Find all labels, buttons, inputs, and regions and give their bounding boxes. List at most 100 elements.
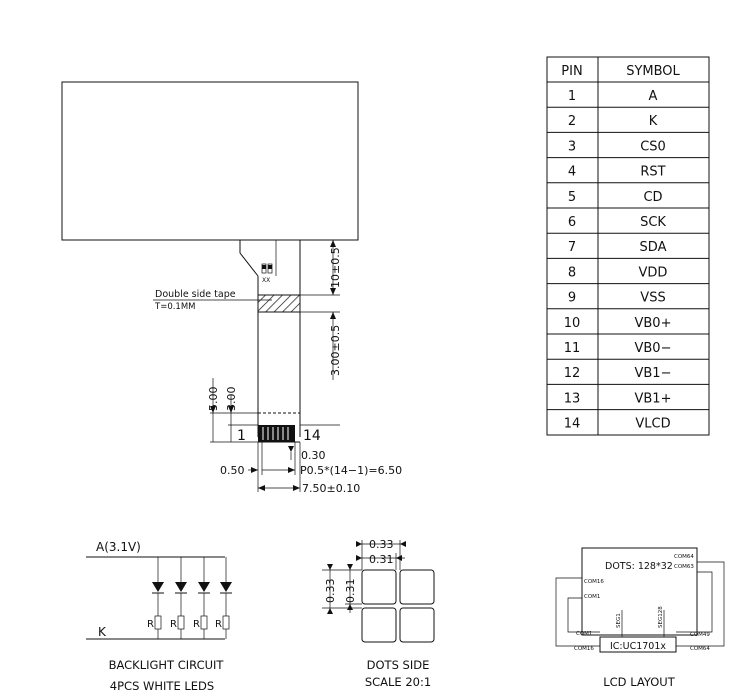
dim-033-top: 0.33 [369, 538, 394, 551]
seg1-label: SEG1 [616, 613, 622, 628]
pin-first-label: 1 [237, 428, 246, 444]
fpc-neck-left [239, 240, 259, 277]
pin-symbol: VDD [639, 265, 668, 280]
resistor-icon [177, 615, 185, 630]
ic-label: IC:UC1701x [610, 641, 666, 652]
pin-symbol: CD [643, 190, 662, 205]
smd-components: XX [261, 263, 273, 284]
pin-number: 8 [568, 265, 576, 280]
com16-bottom-label: COM16 [574, 646, 594, 652]
led-diode-icon [220, 582, 232, 592]
pin-number: 6 [568, 215, 576, 230]
contact-pads [258, 425, 295, 442]
left-com-inner [567, 597, 600, 633]
dots-label: DOTS: 128*32 [605, 561, 673, 572]
com16-label: COM16 [584, 579, 604, 585]
pin-number: 7 [568, 240, 576, 255]
dim-050-label: 0.50 [220, 464, 245, 477]
pin-symbol: A [649, 89, 658, 104]
dots-title-1: DOTS SIDE [367, 658, 430, 672]
backlight-title-1: BACKLIGHT CIRCUIT [109, 658, 225, 672]
pin-symbol: SDA [640, 240, 667, 255]
right-com-inner [676, 571, 713, 633]
pin-symbol: SCK [640, 215, 666, 230]
pin-number: 4 [568, 165, 576, 180]
dim-5-label: 5.00 [207, 387, 220, 412]
pin-number: 2 [568, 114, 576, 129]
pin-number: 13 [564, 391, 581, 406]
tape-label-1: Double side tape [155, 289, 236, 300]
pin-symbol: RST [640, 165, 665, 180]
dim-3: 3.00±0.5 [300, 311, 342, 426]
lcd-glass-outline [581, 547, 698, 636]
lcd-layout-title: LCD LAYOUT [603, 675, 675, 689]
pin-symbol: VB0− [635, 341, 672, 356]
pin-table-border [546, 56, 710, 436]
led-diode-icon [198, 582, 210, 592]
seg128-label: SEG128 [658, 606, 664, 628]
resistor-label: R [147, 619, 154, 630]
cathode-label: K [98, 625, 107, 639]
dot-bottom-left [361, 607, 397, 643]
backlight-circuit: A(3.1V) K R R R R BACKLIGHT CIRCUIT 4PCS WH… [86, 540, 232, 693]
lcd-layout: DOTS: 128*32 IC:UC1701x COM16 COM1 COM64… [555, 547, 725, 689]
pin-symbol: VB0+ [635, 316, 672, 331]
dots-side-detail: 0.33 0.31 0.33 0.31 DOTS SIDE SCALE 20:1 [322, 538, 435, 689]
module-drawing: XX Double side tape T=0.1MM 1 14 [61, 81, 402, 495]
dim-3-label: 3.00±0.5 [329, 325, 342, 376]
pin-number: 5 [568, 190, 576, 205]
dim-030-label: 0.30 [301, 449, 326, 462]
backlight-title-2: 4PCS WHITE LEDS [110, 679, 214, 693]
resistor-icon [200, 615, 208, 630]
dim-10-label: 10±0.5 [329, 247, 342, 288]
anode-label: A(3.1V) [96, 540, 141, 554]
pin-number: 3 [568, 139, 576, 154]
com63-label: COM63 [674, 564, 694, 570]
dots-title-2: SCALE 20:1 [365, 675, 431, 689]
contact-fingers [262, 427, 289, 440]
pin-number: 1 [568, 89, 576, 104]
dim-width-label: 7.50±0.10 [302, 482, 360, 495]
dim-10: 10±0.5 [300, 239, 342, 296]
pin-symbol: VLCD [635, 417, 670, 432]
dim-5-and-3: 5.00 3.00 [207, 378, 258, 443]
dim-033-side: 0.33 [324, 579, 337, 604]
com1-label: COM1 [584, 594, 600, 600]
pin-symbol: VB1+ [635, 391, 672, 406]
lcd-panel-outline [61, 81, 359, 241]
dot-top-right [399, 569, 435, 605]
resistor-label: R [193, 619, 200, 630]
ic-chip [599, 636, 677, 653]
dim-031-side: 0.31 [344, 579, 357, 604]
component-mark: XX [262, 277, 270, 284]
com49-label: COM49 [690, 632, 710, 638]
right-com-outer [676, 561, 725, 647]
dim-031-top: 0.31 [369, 553, 394, 566]
led-diode-icon [152, 582, 164, 592]
dot-bottom-right [399, 607, 435, 643]
dim-pitch-label: P0.5*(14−1)=6.50 [300, 464, 402, 477]
tape-label-2: T=0.1MM [154, 302, 196, 312]
pin-symbol: VB1− [635, 366, 672, 381]
pin-number: 11 [564, 341, 581, 356]
resistor-label: R [170, 619, 177, 630]
left-com-outer [555, 577, 600, 647]
pin-symbol: CS0 [640, 139, 666, 154]
pin-symbol: VSS [640, 291, 665, 306]
pin-header: PIN [561, 64, 582, 79]
symbol-header: SYMBOL [626, 64, 680, 79]
pin-number: 10 [564, 316, 581, 331]
dim-horizontal: 0.30 0.50 P0.5*(14−1)=6.50 7.50±0.10 [220, 442, 402, 495]
double-side-tape [257, 294, 301, 313]
pin-number: 14 [564, 417, 581, 432]
resistor-label: R [215, 619, 222, 630]
dim-3b-label: 3.00 [225, 387, 238, 412]
pin-last-label: 14 [303, 428, 321, 444]
pin-number: 12 [564, 366, 581, 381]
pin-number: 9 [568, 291, 576, 306]
led-diode-icon [175, 582, 187, 592]
